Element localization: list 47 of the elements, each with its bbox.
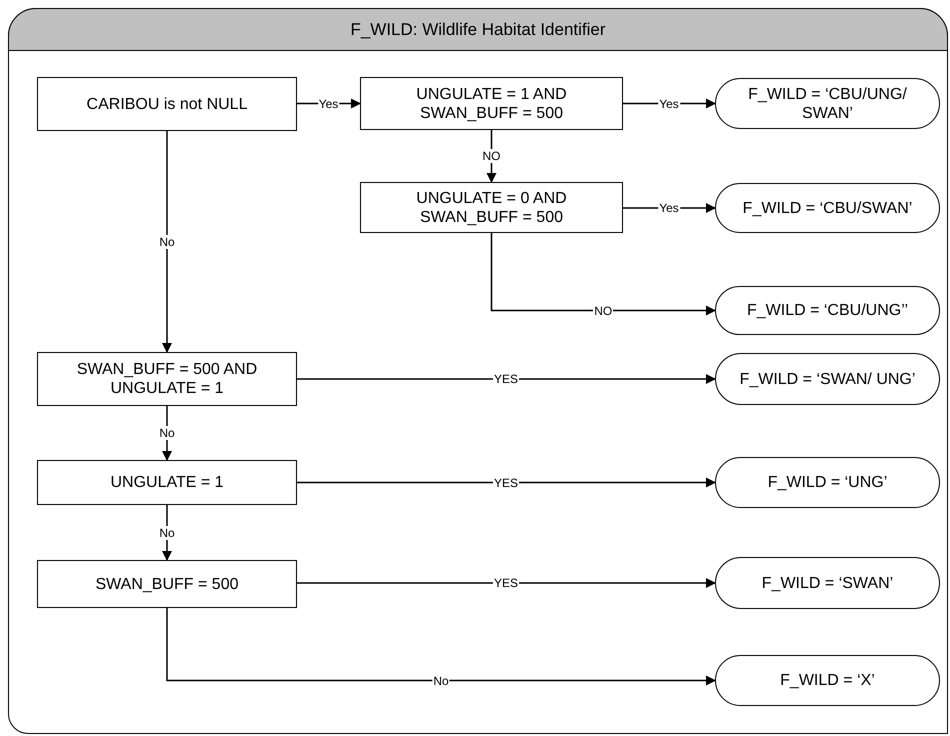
edge-label: No [158, 234, 176, 248]
node-text: SWAN_BUFF = 500 [95, 574, 238, 594]
arrow [162, 131, 172, 353]
arrow [297, 578, 716, 588]
node-text: UNGULATE = 1 AND SWAN_BUFF = 500 [415, 84, 568, 122]
edge-label: YES [493, 372, 519, 386]
node-text: F_WILD = ‘SWAN/ UNG’ [740, 370, 916, 388]
arrow [490, 233, 716, 316]
node-text: UNGULATE = 1 [110, 473, 224, 492]
terminal-box [715, 457, 940, 508]
node-text: F_WILD = ‘CBU/UNG’’ [746, 301, 908, 320]
edge-label: No [158, 426, 176, 440]
process-box [37, 560, 297, 608]
edge-label: NO [482, 149, 502, 163]
process-box [360, 182, 623, 233]
node-text: F_WILD = ‘CBU/SWAN’ [742, 198, 912, 218]
process-box [37, 352, 297, 406]
node-text: UNGULATE = 0 AND SWAN_BUFF = 500 [415, 188, 568, 226]
node-text: CARIBOU is not NULL [86, 94, 248, 114]
arrow [297, 374, 716, 384]
edge-label: No [158, 526, 176, 540]
process-box [37, 77, 297, 131]
edge-label: YES [493, 576, 519, 590]
edge-label: YES [493, 476, 519, 490]
process-box [37, 460, 297, 505]
process-box [360, 77, 623, 130]
terminal-box [715, 183, 940, 233]
edge-label: Yes [658, 96, 680, 110]
node-text: F_WILD = ‘UNG’ [768, 473, 888, 492]
terminal-box [715, 286, 940, 335]
arrow [166, 608, 716, 686]
edge-label: Yes [658, 201, 680, 215]
terminal-box [715, 655, 940, 706]
terminal-box [715, 557, 940, 609]
terminal-box [715, 78, 940, 129]
node-text: F_WILD = ‘CBU/UNG/ SWAN’ [747, 84, 908, 122]
edge-label: NO [593, 304, 614, 318]
node-text: F_WILD = ‘X’ [780, 671, 875, 690]
diagram-title: F_WILD: Wildlife Habitat Identifier [350, 18, 606, 41]
arrow [297, 98, 361, 108]
node-text: F_WILD = ‘SWAN’ [762, 574, 894, 592]
node-text: SWAN_BUFF = 500 AND UNGULATE = 1 [76, 360, 258, 398]
arrow [297, 478, 716, 488]
arrow [623, 98, 716, 108]
arrow [486, 130, 496, 183]
edge-label: No [432, 674, 450, 688]
terminal-box [715, 353, 940, 405]
